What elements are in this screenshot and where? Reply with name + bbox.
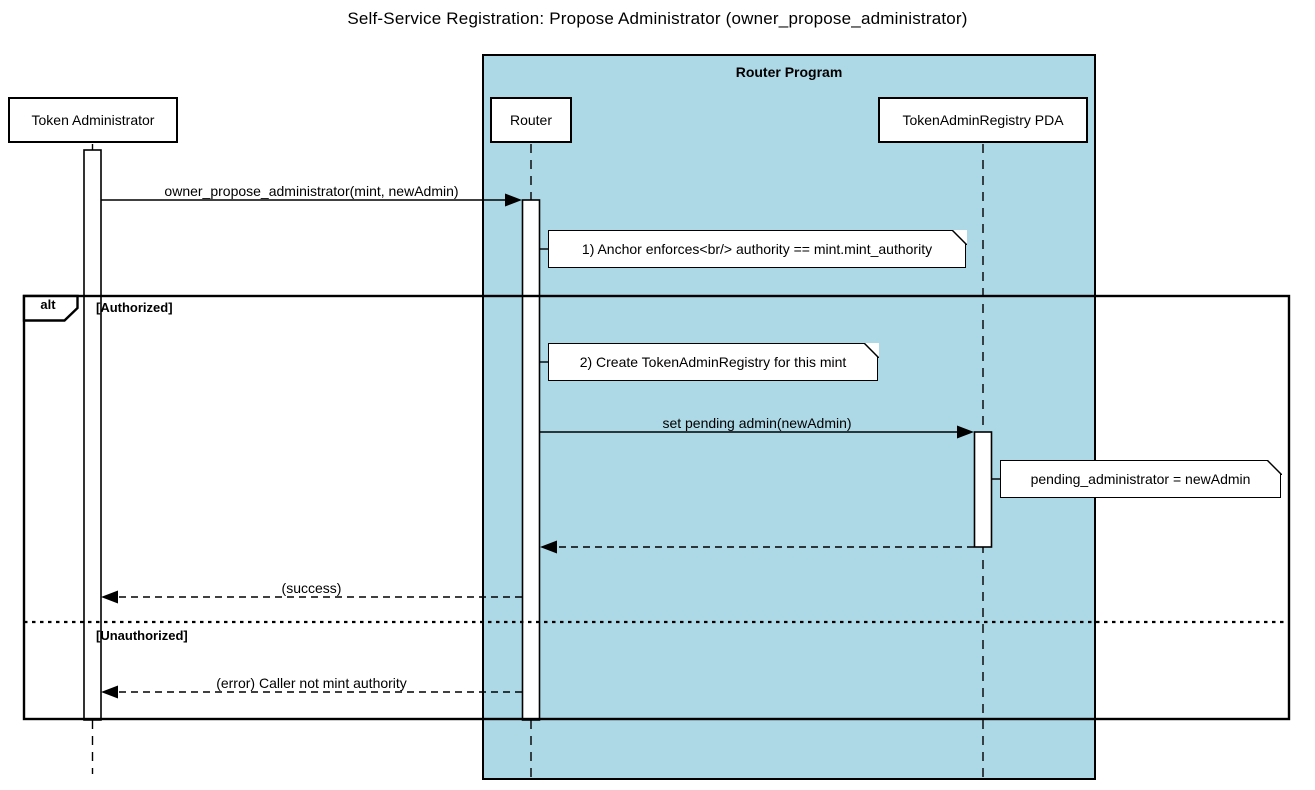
note-fold-icon xyxy=(863,342,879,358)
alt-operator-label: alt xyxy=(40,297,56,312)
participant-token-administrator: Token Administrator xyxy=(8,97,178,143)
participant-label: Router xyxy=(509,112,553,128)
arrowhead-left-icon xyxy=(540,540,557,554)
note-anchor-enforces: 1) Anchor enforces<br/> authority == min… xyxy=(548,229,967,268)
participant-router: Router xyxy=(490,97,572,143)
activation-router xyxy=(521,199,541,721)
note-pending-administrator: pending_administrator = newAdmin xyxy=(1000,459,1282,498)
diagram-title: Self-Service Registration: Propose Admin… xyxy=(347,9,968,28)
note-fold-icon xyxy=(1266,459,1282,475)
router-program-container xyxy=(482,54,1096,780)
alt-branch-authorized-label: [Authorized] xyxy=(96,300,173,315)
message-set-pending-admin-label: set pending admin(newAdmin) xyxy=(662,415,852,431)
note-text: pending_administrator = newAdmin xyxy=(1030,471,1251,487)
participant-label: Token Administrator xyxy=(31,112,155,128)
alt-branch-unauthorized-label: [Unauthorized] xyxy=(96,628,188,643)
alt-operator-pentagon xyxy=(22,294,79,322)
note-text: 2) Create TokenAdminRegistry for this mi… xyxy=(579,354,847,370)
arrowhead-left-icon xyxy=(101,590,118,604)
router-program-label: Router Program xyxy=(735,64,843,80)
participant-token-admin-registry-pda: TokenAdminRegistry PDA xyxy=(878,97,1088,143)
message-success-label: (success) xyxy=(281,580,342,596)
message-owner-propose-label: owner_propose_administrator(mint, newAdm… xyxy=(164,183,459,199)
activation-token-admin-registry-pda xyxy=(973,431,993,548)
note-text: 1) Anchor enforces<br/> authority == min… xyxy=(581,241,933,257)
arrowhead-left-icon xyxy=(101,685,118,699)
message-error-label: (error) Caller not mint authority xyxy=(216,675,407,691)
arrowhead-right-icon xyxy=(957,425,974,439)
arrowhead-right-icon xyxy=(505,193,522,207)
participant-label: TokenAdminRegistry PDA xyxy=(902,112,1064,128)
note-fold-icon xyxy=(951,229,967,245)
note-create-registry: 2) Create TokenAdminRegistry for this mi… xyxy=(548,342,879,381)
alt-frame xyxy=(22,294,1291,721)
